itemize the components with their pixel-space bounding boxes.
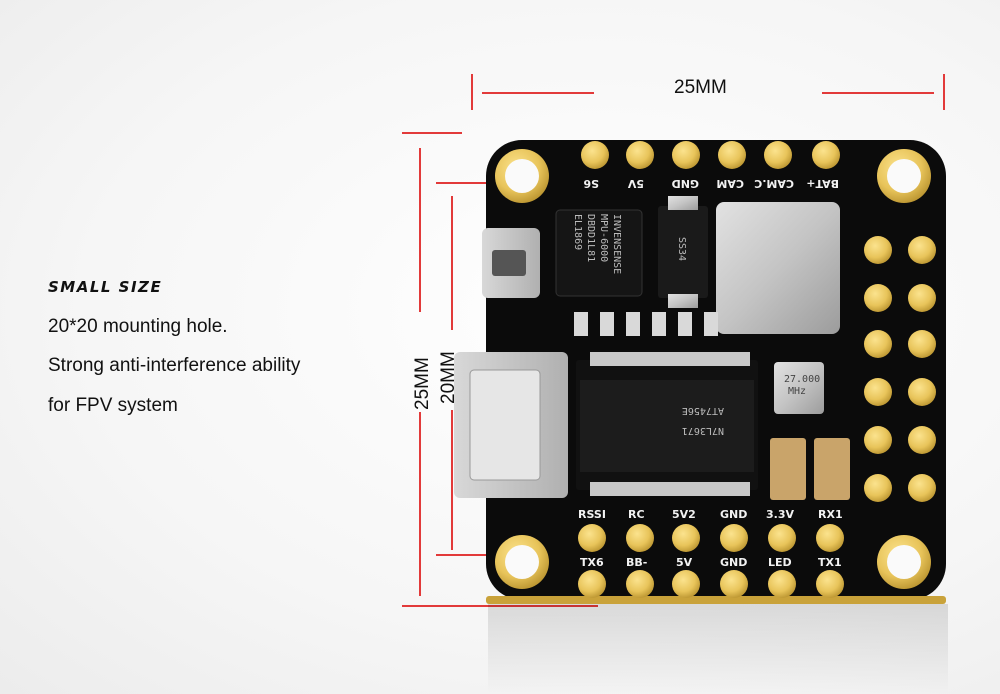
svg-text:SS34: SS34	[676, 237, 687, 261]
diode-ss34	[658, 206, 708, 298]
svg-text:27.000: 27.000	[784, 374, 820, 385]
svg-text:GND: GND	[720, 508, 747, 521]
svg-text:N7L3671: N7L3671	[682, 425, 724, 436]
pad-label-cam: CAM	[716, 177, 744, 190]
feature-line-fpv: for FPV system	[48, 395, 178, 416]
capacitor-right	[814, 438, 850, 500]
bottom-pad-labels: RSSI RC 5V2 GND 3.3V RX1 TX6 BB- 5V GND …	[578, 508, 843, 569]
svg-text:3.3V: 3.3V	[766, 508, 794, 521]
right-pads	[864, 236, 936, 502]
feature-title: SMALL SIZE	[48, 278, 163, 296]
bottom-pads	[578, 524, 844, 598]
mounting-holes	[495, 149, 931, 589]
svg-text:GND: GND	[720, 556, 747, 569]
crystal	[774, 362, 824, 414]
top-pads	[581, 141, 840, 169]
feature-line-interference: Strong anti-interference ability	[48, 355, 301, 376]
top-pad-labels: S6 5V GND CAM CAM.C BAT+	[583, 177, 839, 190]
svg-text:BB-: BB-	[626, 556, 647, 569]
svg-text:5V: 5V	[676, 556, 693, 569]
feature-line-mounting: 20*20 mounting hole.	[48, 316, 228, 337]
svg-text:TX1: TX1	[818, 556, 842, 569]
pad-label-gnd: GND	[672, 177, 699, 190]
dimension-top-label: 25MM	[674, 77, 727, 98]
svg-text:RX1: RX1	[818, 508, 843, 521]
svg-text:INVENSENSE: INVENSENSE	[611, 214, 622, 274]
svg-text:RC: RC	[628, 508, 645, 521]
inductor	[716, 202, 840, 334]
imu-chip	[555, 209, 643, 297]
svg-text:TX6: TX6	[580, 556, 604, 569]
svg-text:RSSI: RSSI	[578, 508, 606, 521]
svg-text:LED: LED	[768, 556, 792, 569]
capacitor-left	[770, 438, 806, 500]
pad-label-camc: CAM.C	[754, 177, 794, 190]
svg-text:AT7456E: AT7456E	[682, 405, 724, 416]
svg-text:MPU-6000: MPU-6000	[598, 214, 609, 262]
pad-label-bat: BAT+	[806, 177, 839, 190]
svg-text:5V2: 5V2	[672, 508, 696, 521]
svg-text:DBDD1L81: DBDD1L81	[585, 214, 596, 262]
pad-label-5v: 5V	[627, 177, 644, 190]
svg-text:MHz: MHz	[788, 386, 806, 397]
svg-text:EL1869: EL1869	[572, 214, 583, 250]
pad-label-s6: S6	[583, 177, 599, 190]
